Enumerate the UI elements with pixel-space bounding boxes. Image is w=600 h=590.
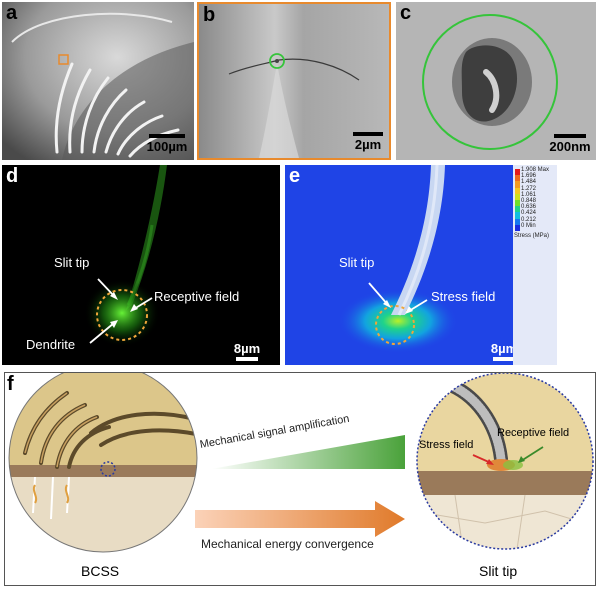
simulation-image-e [338, 165, 458, 353]
scale-bar-b: 2µm [349, 132, 387, 152]
panel-c: c 200nm [396, 2, 596, 160]
receptive-field-label-f: Receptive field [497, 427, 570, 439]
legend-swatch [515, 212, 520, 219]
annotation-receptive-field-d: Receptive field [154, 289, 240, 304]
legend-value: 1.484 [521, 179, 537, 186]
legend-swatch [515, 193, 520, 200]
fluorescence-image-d [84, 165, 167, 347]
legend-swatch [515, 169, 520, 176]
legend-value: 1.272 [521, 185, 537, 192]
legend-max-label: Max [536, 167, 550, 173]
legend-colorbar [515, 169, 520, 231]
scale-bar-d: 8µm [224, 341, 270, 362]
scale-bar-a: 100µm [142, 134, 192, 154]
right-caption: Slit tip [479, 563, 518, 579]
panel-e-label: e [289, 165, 301, 187]
legend-min-label: Min [524, 222, 536, 229]
panel-b: b 2µm [197, 2, 391, 160]
panel-a: a 100µm [2, 2, 194, 160]
sem-image-a [2, 2, 194, 160]
bcss-schematic [9, 373, 197, 552]
legend-value: 0.848 [521, 198, 537, 205]
schematic-f [8, 373, 594, 553]
legend-swatch [515, 175, 520, 182]
annotation-slit-tip-d: Slit tip [54, 255, 90, 270]
panel-d-label: d [6, 165, 19, 187]
scale-bar-b-label: 2µm [354, 137, 382, 152]
scale-bar-c-label: 200nm [549, 139, 591, 154]
legend-swatch [515, 187, 520, 194]
legend-value: 0.424 [521, 210, 537, 217]
legend-value: 0 Min [521, 222, 536, 229]
panel-f-label: f [7, 373, 14, 395]
annotation-slit-tip-e: Slit tip [339, 255, 375, 270]
scale-bar-a-label: 100µm [146, 139, 188, 154]
panel-b-label: b [203, 4, 216, 26]
scale-bar-c: 200nm [544, 134, 596, 154]
legend-swatch [515, 224, 520, 231]
panel-d: d Slit tip Receptive field Dendrite 8µm [2, 165, 280, 365]
stress-field-label-f: Stress field [419, 439, 474, 451]
legend-value: 1.061 [521, 191, 537, 198]
legend-title: Stress (MPa) [514, 233, 550, 239]
legend-swatch [515, 181, 520, 188]
annotation-dendrite-d: Dendrite [26, 337, 76, 352]
slit-tip-schematic [417, 373, 593, 549]
panel-c-label: c [400, 2, 412, 24]
signal-amplification-wedge [211, 435, 405, 469]
panel-a-label: a [6, 2, 18, 24]
legend-value: 0.636 [521, 204, 537, 211]
legend-swatch [515, 199, 520, 207]
energy-convergence-arrow [195, 501, 405, 537]
sem-image-c [396, 2, 596, 160]
legend-value: 1.908 Max [521, 167, 550, 173]
left-caption: BCSS [81, 563, 120, 579]
bottom-arrow-text: Mechanical energy convergence [201, 537, 374, 551]
legend-swatch [515, 218, 520, 225]
scale-bar-e: 8µm [481, 341, 527, 362]
scale-bar-e-label: 8µm [490, 341, 518, 356]
legend-value: 0.212 [521, 216, 537, 223]
legend-swatch [515, 206, 520, 213]
legend-value: 1.696 [521, 173, 537, 180]
panel-f: f Mechanical signal amplification Mechan… [4, 372, 596, 586]
annotation-stress-field-e: Stress field [431, 289, 496, 304]
scale-bar-d-label: 8µm [233, 341, 261, 356]
